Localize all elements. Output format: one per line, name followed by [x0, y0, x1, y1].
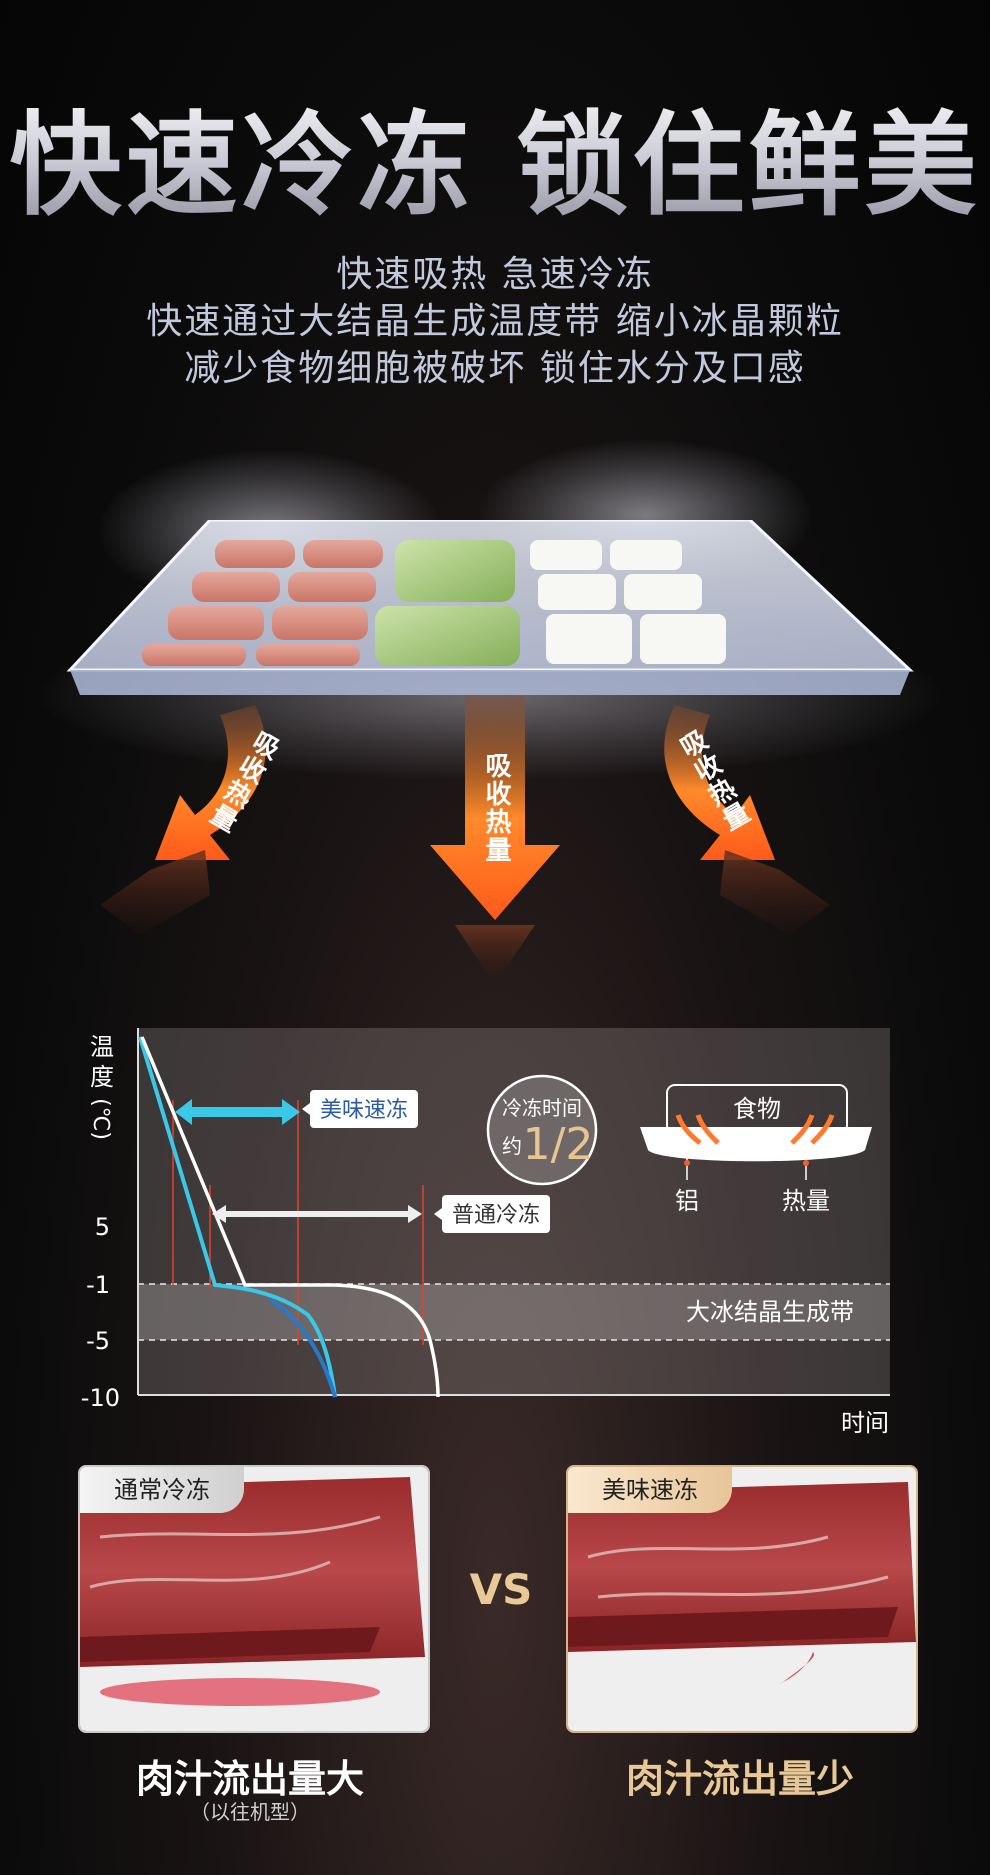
normal-label-box: [442, 1195, 550, 1233]
y-axis-label-unit: (℃): [88, 1098, 113, 1140]
arrow-down-left-icon: [155, 705, 266, 860]
normal-freeze-tag: 通常冷冻: [80, 1467, 244, 1513]
diagram-heat-label: 热量: [782, 1187, 830, 1215]
meat-pieces: [142, 540, 383, 666]
half-time-badge: [486, 1074, 598, 1186]
y-tick-5: 5: [95, 1213, 110, 1241]
page-title: 快速冷冻 锁住鲜美: [0, 75, 990, 237]
y-tick-minus5: -5: [86, 1327, 110, 1355]
subtitle-line-2: 快速通过大结晶生成温度带 缩小冰晶颗粒: [146, 301, 844, 342]
fast-freeze-photo: 美味速冻: [566, 1465, 918, 1733]
fast-freeze-tag: 美味速冻: [568, 1467, 732, 1513]
badge-prefix: 约: [502, 1134, 522, 1158]
arrow-down-icon: [430, 695, 560, 920]
left-note: （以往机型）: [190, 1800, 310, 1824]
vegetable-bags: [375, 540, 520, 666]
aluminum-tray-icon: [640, 1127, 872, 1162]
normal-freeze-curve: [140, 1036, 440, 1398]
fast-label: 美味速冻: [320, 1098, 408, 1123]
y-axis-label-1: 温: [90, 1033, 114, 1061]
x-axis-label: 时间: [841, 1409, 889, 1437]
subtitle-line-3: 减少食物细胞被破坏 锁住水分及口感: [184, 348, 806, 389]
badge-value: 1/2: [523, 1119, 594, 1170]
right-caption: 肉汁流出量少: [625, 1757, 854, 1801]
freezing-curve-chart: 大冰结晶生成带 温 度 (℃) 5 -1 -5 -10 时间 美味速冻 普通冷冻: [70, 1015, 920, 1445]
rice-blocks: [530, 540, 726, 664]
freezer-tray-scene: 吸收热量 吸收热量 吸收热量: [40, 440, 940, 1020]
normal-duration-arrow: [212, 1205, 422, 1223]
y-tick-minus1: -1: [86, 1271, 110, 1299]
badge-line1: 冷冻时间: [502, 1096, 582, 1120]
y-axis-label-2: 度: [90, 1063, 114, 1091]
diagram-aluminum-label: 铝: [675, 1187, 699, 1215]
fast-freeze-curve: [138, 1036, 337, 1398]
vs-label: VS: [469, 1565, 533, 1614]
heat-arrows: [100, 695, 830, 985]
normal-freeze-photo: 通常冷冻: [78, 1465, 430, 1733]
fast-duration-arrow: [175, 1099, 300, 1125]
band-label: 大冰结晶生成带: [686, 1298, 854, 1326]
subtitle-line-1: 快速吸热 急速冷冻: [336, 254, 654, 295]
y-tick-minus10: -10: [81, 1384, 120, 1412]
tray-illustration: [66, 520, 914, 695]
heat-arrow-icon: [675, 1114, 702, 1145]
juice-stain-large: [100, 1678, 380, 1706]
fast-label-box: [310, 1090, 418, 1128]
left-caption: 肉汁流出量大: [135, 1757, 364, 1801]
normal-label: 普通冷冻: [452, 1203, 540, 1228]
diagram-food-label: 食物: [733, 1095, 781, 1123]
fast-freeze-curve-tail: [268, 1298, 337, 1398]
arrow-down-right-icon: [664, 705, 775, 860]
arrow-label-center: 吸收热量: [481, 752, 511, 864]
